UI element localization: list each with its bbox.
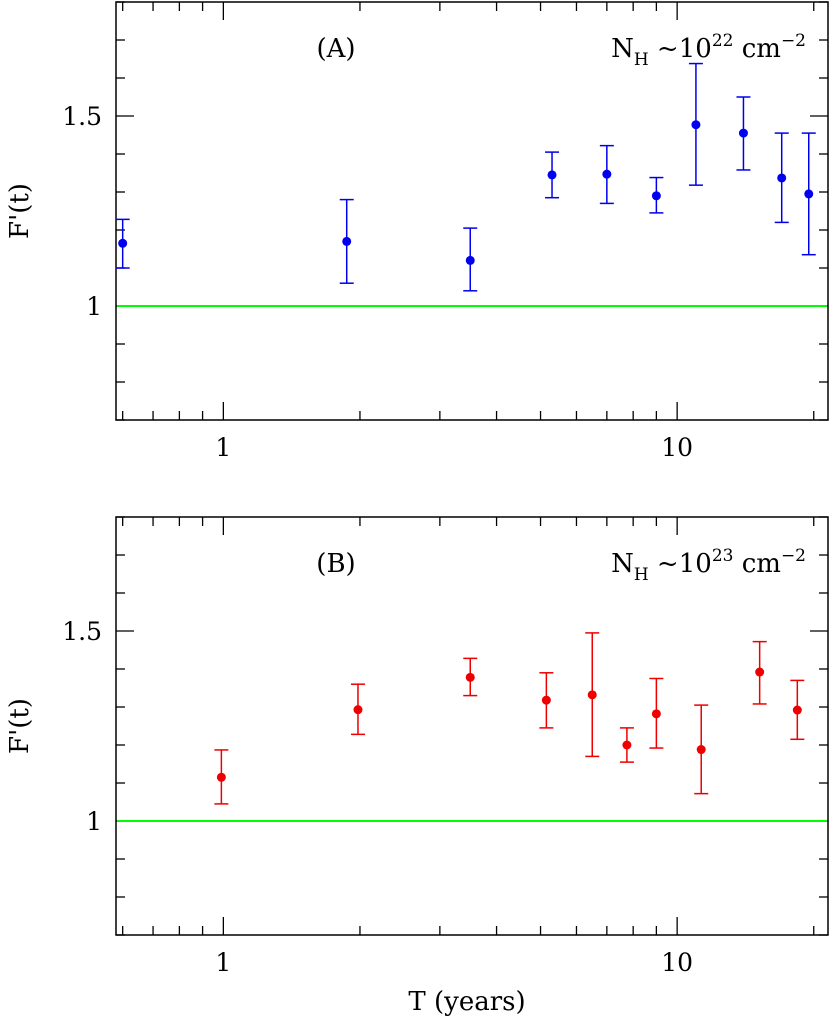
y-axis-title: F'(t) [5,698,35,754]
annotation-part: 22 [712,31,734,51]
data-point [651,709,661,719]
y-axis-title: F'(t) [5,183,35,239]
x-tick-label: 10 [661,948,693,977]
data-point [691,120,701,130]
data-point [696,745,706,755]
column-density-annotation: NH ~1023 cm−2 [611,546,806,585]
annotation-part: −2 [781,546,806,566]
annotation-part: N [611,549,634,579]
data-point [622,740,632,750]
x-tick-label: 1 [215,948,231,977]
data-point [651,191,661,201]
data-point [755,667,765,677]
plot-frame [115,516,829,936]
panel-label: (B) [316,549,355,579]
y-tick-label: 1.5 [62,102,102,131]
annotation-part: cm [733,34,780,64]
annotation-part: −2 [781,31,806,51]
data-point [738,128,748,138]
data-point [602,169,612,179]
x-axis-title: T (years) [408,987,525,1017]
annotation-part: H [634,565,649,585]
panel-label: (A) [316,34,355,64]
data-point [547,170,557,180]
y-tick-label: 1.5 [62,617,102,646]
annotation-part: cm [733,549,780,579]
data-point [342,236,352,246]
panel-a: 1 10 1 1.5F'(t) (A) NH ~1022 cm−2 [5,1,829,462]
data-point [587,690,597,700]
x-tick-label: 10 [661,433,693,462]
data-point [465,672,475,682]
data-point [465,255,475,265]
annotation-part: ~10 [649,549,712,579]
panel-b: 1 10 1 1.5F'(t) T (years) (B) NH ~1023 cm−2 [5,516,829,1017]
data-point [216,772,226,782]
plot-frame [115,1,829,421]
y-tick-label: 1 [86,292,102,321]
annotation-part: N [611,34,634,64]
x-tick-label: 1 [215,433,231,462]
data-point [353,705,363,715]
data-point [541,695,551,705]
data-point [792,705,802,715]
data-point [118,238,128,248]
annotation-part: H [634,50,649,70]
data-point [804,189,814,199]
column-density-annotation: NH ~1022 cm−2 [611,31,806,70]
annotation-part: 23 [712,546,734,566]
y-tick-label: 1 [86,807,102,836]
annotation-part: ~10 [649,34,712,64]
data-point [777,173,787,183]
